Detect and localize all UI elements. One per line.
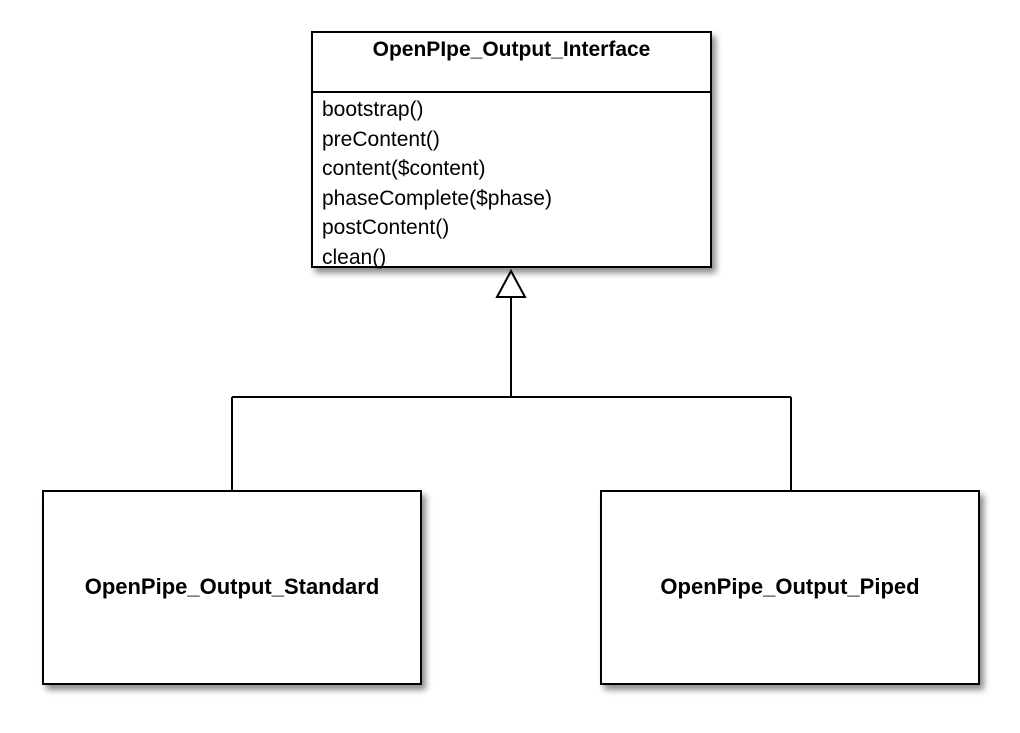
method-bootstrap: bootstrap() — [322, 98, 424, 121]
piped-class-name: OpenPipe_Output_Piped — [660, 574, 920, 599]
method-precontent: preContent() — [322, 127, 440, 151]
method-phasecomplete: phaseComplete($phase) — [322, 186, 552, 210]
method-clean: clean() — [322, 245, 387, 269]
generalization-arrowhead-icon — [495, 268, 527, 298]
interface-class-box[interactable]: OpenPIpe_Output_Interface bootstrap() pr… — [311, 31, 712, 269]
method-content: content($content) — [322, 157, 486, 180]
interface-class-name: OpenPIpe_Output_Interface — [372, 38, 651, 61]
piped-class-box[interactable]: OpenPipe_Output_Piped — [600, 490, 980, 685]
method-postcontent: postContent() — [322, 216, 450, 239]
standard-class-name: OpenPipe_Output_Standard — [84, 574, 380, 599]
interface-methods-compartment: bootstrap() preContent() content($conten… — [313, 93, 710, 272]
interface-name-compartment: OpenPIpe_Output_Interface — [313, 33, 710, 93]
standard-class-box[interactable]: OpenPipe_Output_Standard — [42, 490, 422, 685]
